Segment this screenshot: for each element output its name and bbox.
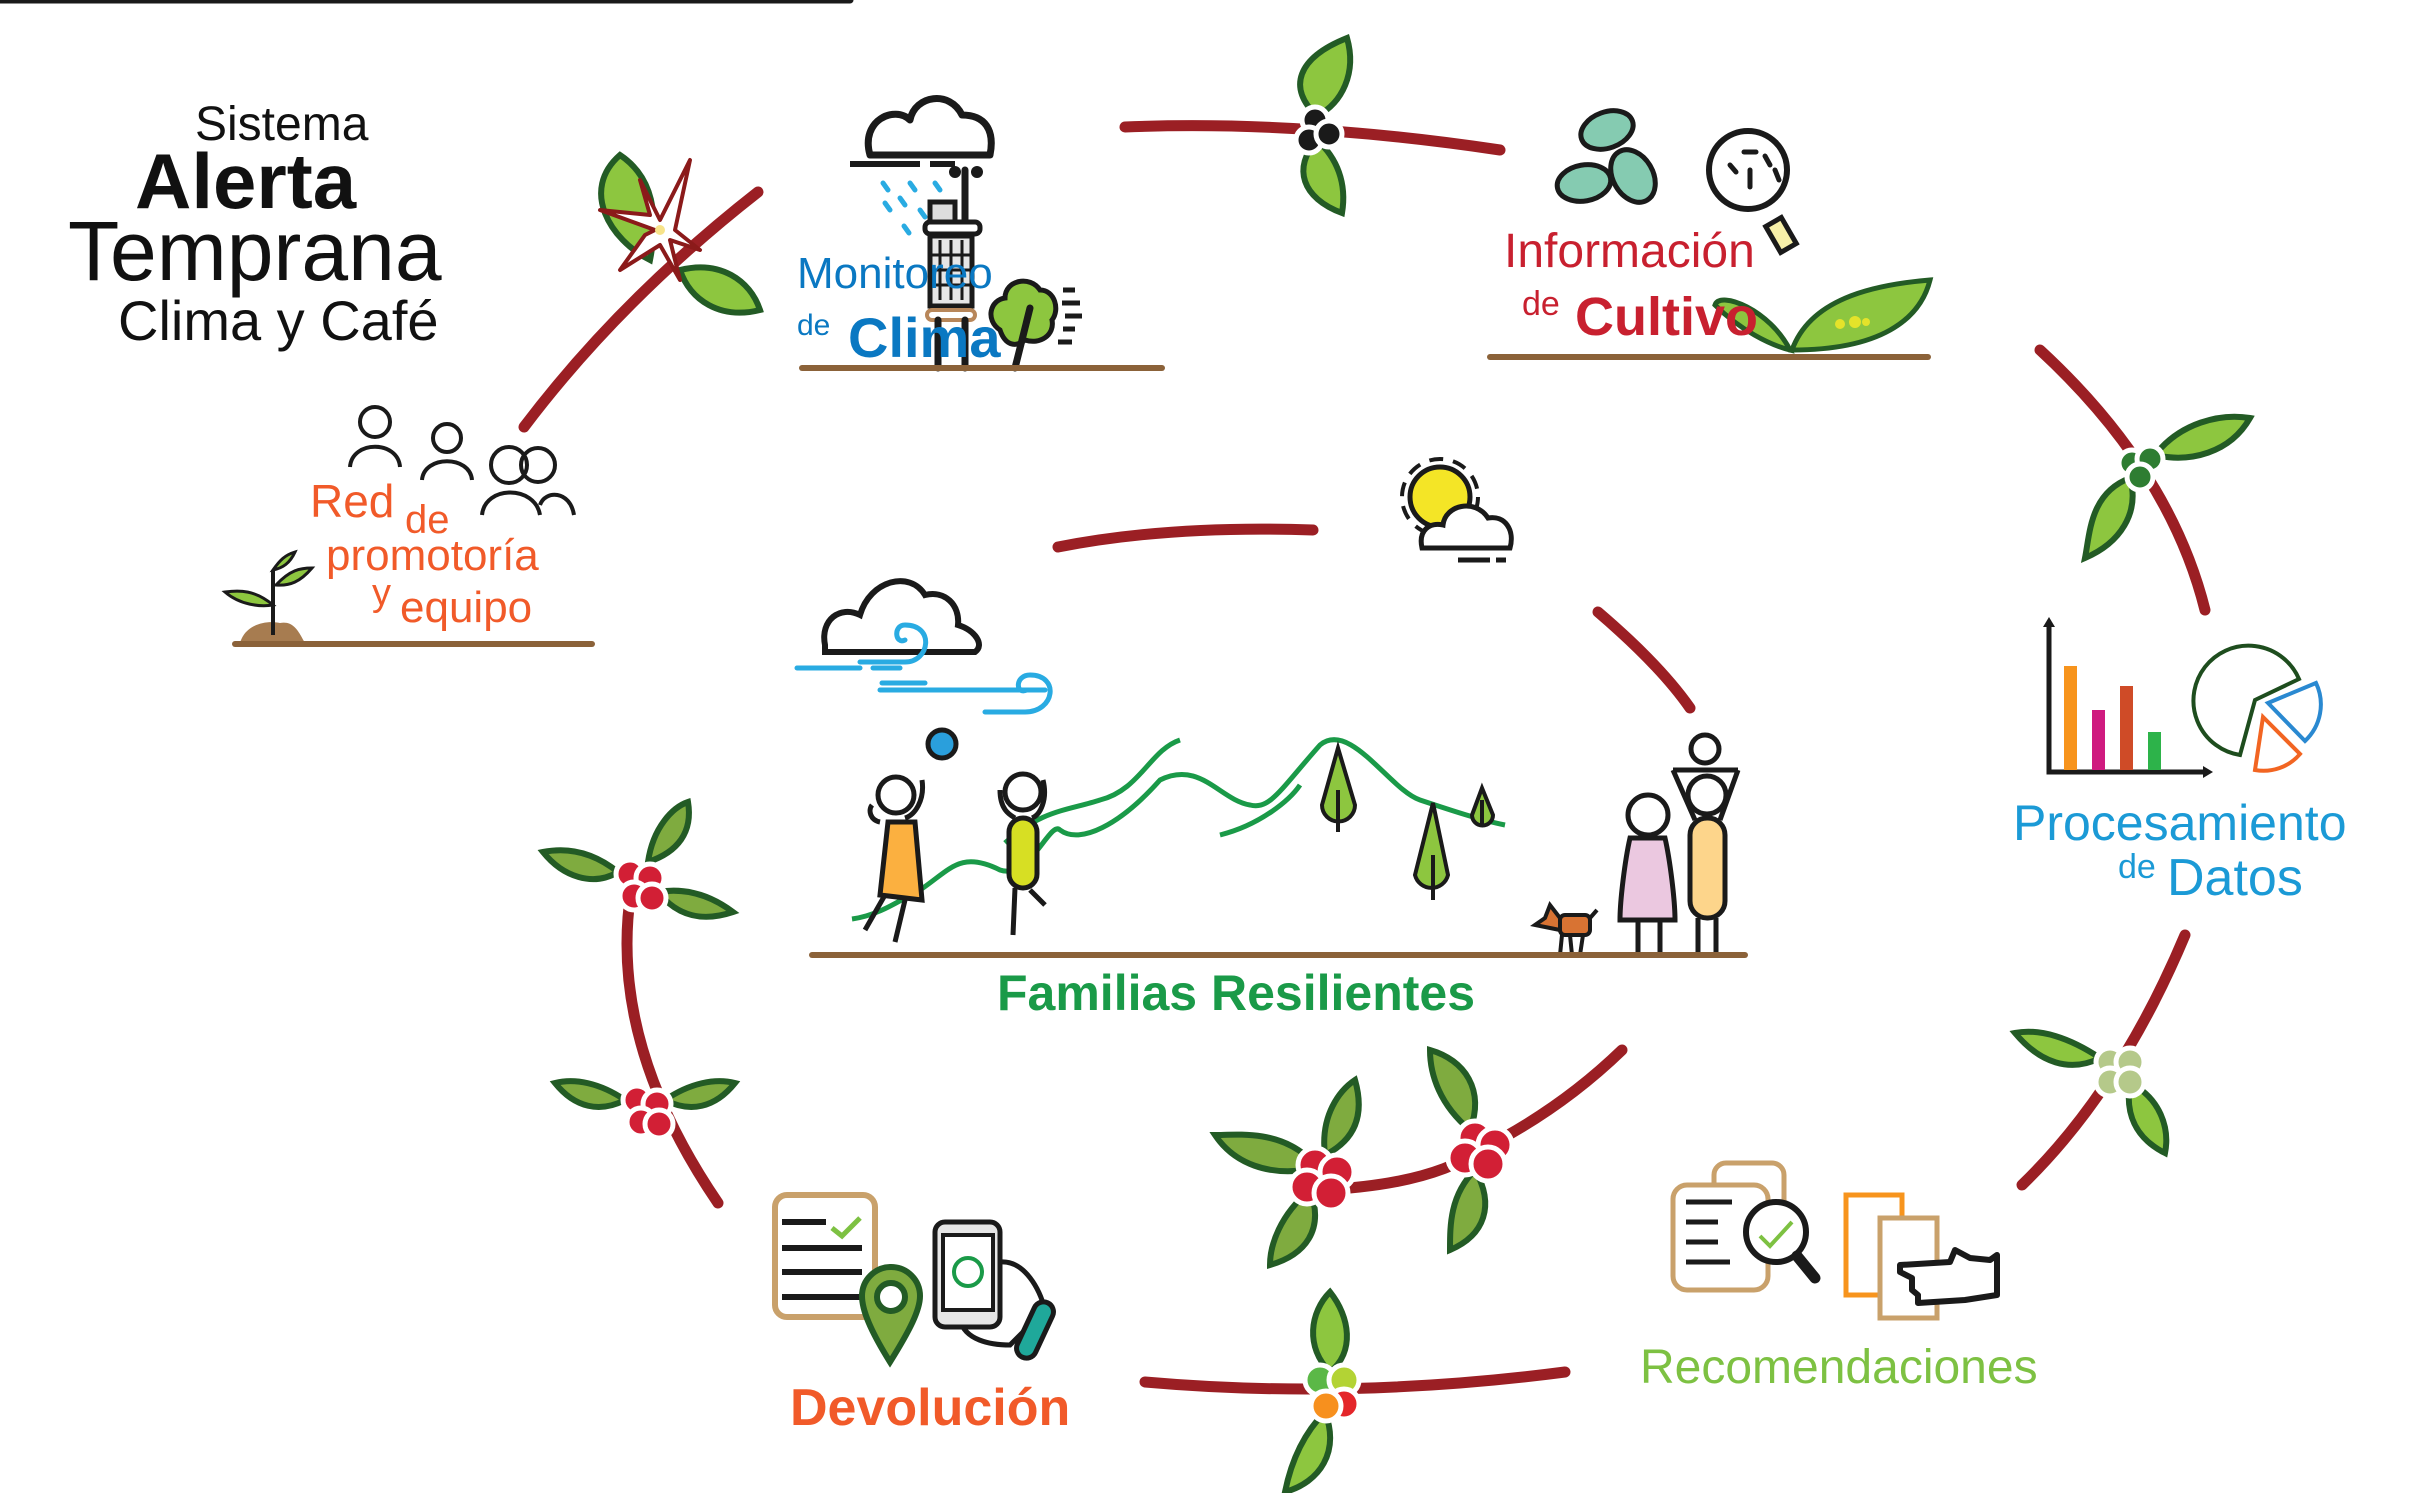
node-informacion-cultivo: Información de Cultivo — [1487, 108, 1934, 360]
coffee-beans-icon — [1554, 108, 1658, 205]
node-red-promotoria: Red de promotoría y equipo — [221, 405, 595, 647]
devolucion-label: Devolución — [790, 1379, 1070, 1437]
tree-icon — [988, 278, 1082, 372]
title-block: Sistema Alerta Temprana Clima y Café — [68, 98, 442, 352]
coffee-leaf-cluster-right-upper — [2080, 413, 2255, 564]
red-label-de: de — [405, 498, 450, 542]
stem-inner-right — [1592, 606, 1696, 714]
node-recomendaciones: Recomendaciones — [1640, 1160, 2038, 1394]
red-label-line1: Red — [310, 475, 394, 527]
informacion-label-line2: Cultivo — [1575, 287, 1758, 347]
monitoreo-label-line2: Clima — [848, 306, 1001, 369]
stem-inner-top — [1052, 523, 1319, 553]
pointing-hand-icon — [1843, 1192, 2000, 1321]
coffee-flower-icon — [598, 151, 764, 316]
node-monitoreo-clima: Monitoreo de Clima — [0, 0, 1165, 372]
sun-cloud-icon — [1400, 457, 1514, 563]
coffee-leaf-cluster-top — [1293, 33, 1354, 218]
location-pin-icon — [858, 1264, 924, 1368]
red-label-y: y — [372, 572, 391, 614]
informacion-label-line1: Información — [1504, 225, 1755, 278]
people-icon — [348, 405, 576, 516]
coffee-leaf-cluster-right-lower — [2009, 1028, 2170, 1158]
hills — [851, 737, 1506, 922]
magnifier-icon — [1706, 128, 1800, 256]
monitoreo-label-de: de — [797, 309, 830, 342]
stem-left — [621, 864, 724, 1209]
plant-leaves-icon — [1712, 277, 1934, 354]
monitoreo-label-line1: Monitoreo — [797, 249, 993, 298]
informacion-label-de: de — [1522, 285, 1560, 323]
seedling-icon — [221, 549, 316, 643]
recomendaciones-label: Recomendaciones — [1640, 1341, 2038, 1394]
red-label-line2: promotoría — [326, 531, 539, 580]
coffee-leaf-cluster-inner-bottom-1 — [1209, 1075, 1362, 1269]
red-label-line3: equipo — [400, 583, 532, 632]
stem-flower — [518, 186, 764, 433]
node-procesamiento-datos: Procesamiento de Datos — [2013, 617, 2347, 907]
whatsapp-phone-icon — [932, 1219, 1056, 1361]
title-line-1: Sistema — [195, 98, 369, 151]
title-line-3: Temprana — [68, 204, 442, 298]
parents-figures — [1617, 732, 1741, 957]
document-check-icon — [1670, 1160, 1821, 1293]
title-line-4: Clima y Café — [118, 289, 439, 352]
procesamiento-label-line2: Datos — [2167, 849, 2303, 907]
tree-icon-center — [1319, 740, 1496, 900]
procesamiento-label-de: de — [2118, 848, 2156, 886]
wind-cloud-icon — [794, 578, 1053, 761]
node-devolucion: Devolución — [772, 1192, 1070, 1437]
coffee-leaf-cluster-inner-bottom-2 — [1426, 1046, 1515, 1255]
title-line-2: Alerta — [135, 137, 357, 225]
dog-icon — [1530, 900, 1599, 956]
coffee-leaf-cluster-left-1 — [537, 798, 740, 920]
children-figures — [862, 771, 1048, 943]
weather-station-icon — [922, 166, 983, 372]
document-check-icon-devolucion — [772, 1192, 878, 1320]
coffee-leaf-cluster-bottom — [1281, 1287, 1362, 1493]
familias-label: Familias Resilientes — [997, 965, 1475, 1021]
coffee-leaf-cluster-left-2 — [549, 1078, 741, 1141]
node-familias-resilientes: Familias Resilientes — [794, 457, 1748, 1021]
pie-chart-icon — [2191, 643, 2323, 773]
bar-chart-icon — [2043, 617, 2213, 778]
procesamiento-label-line1: Procesamiento — [2013, 795, 2347, 851]
